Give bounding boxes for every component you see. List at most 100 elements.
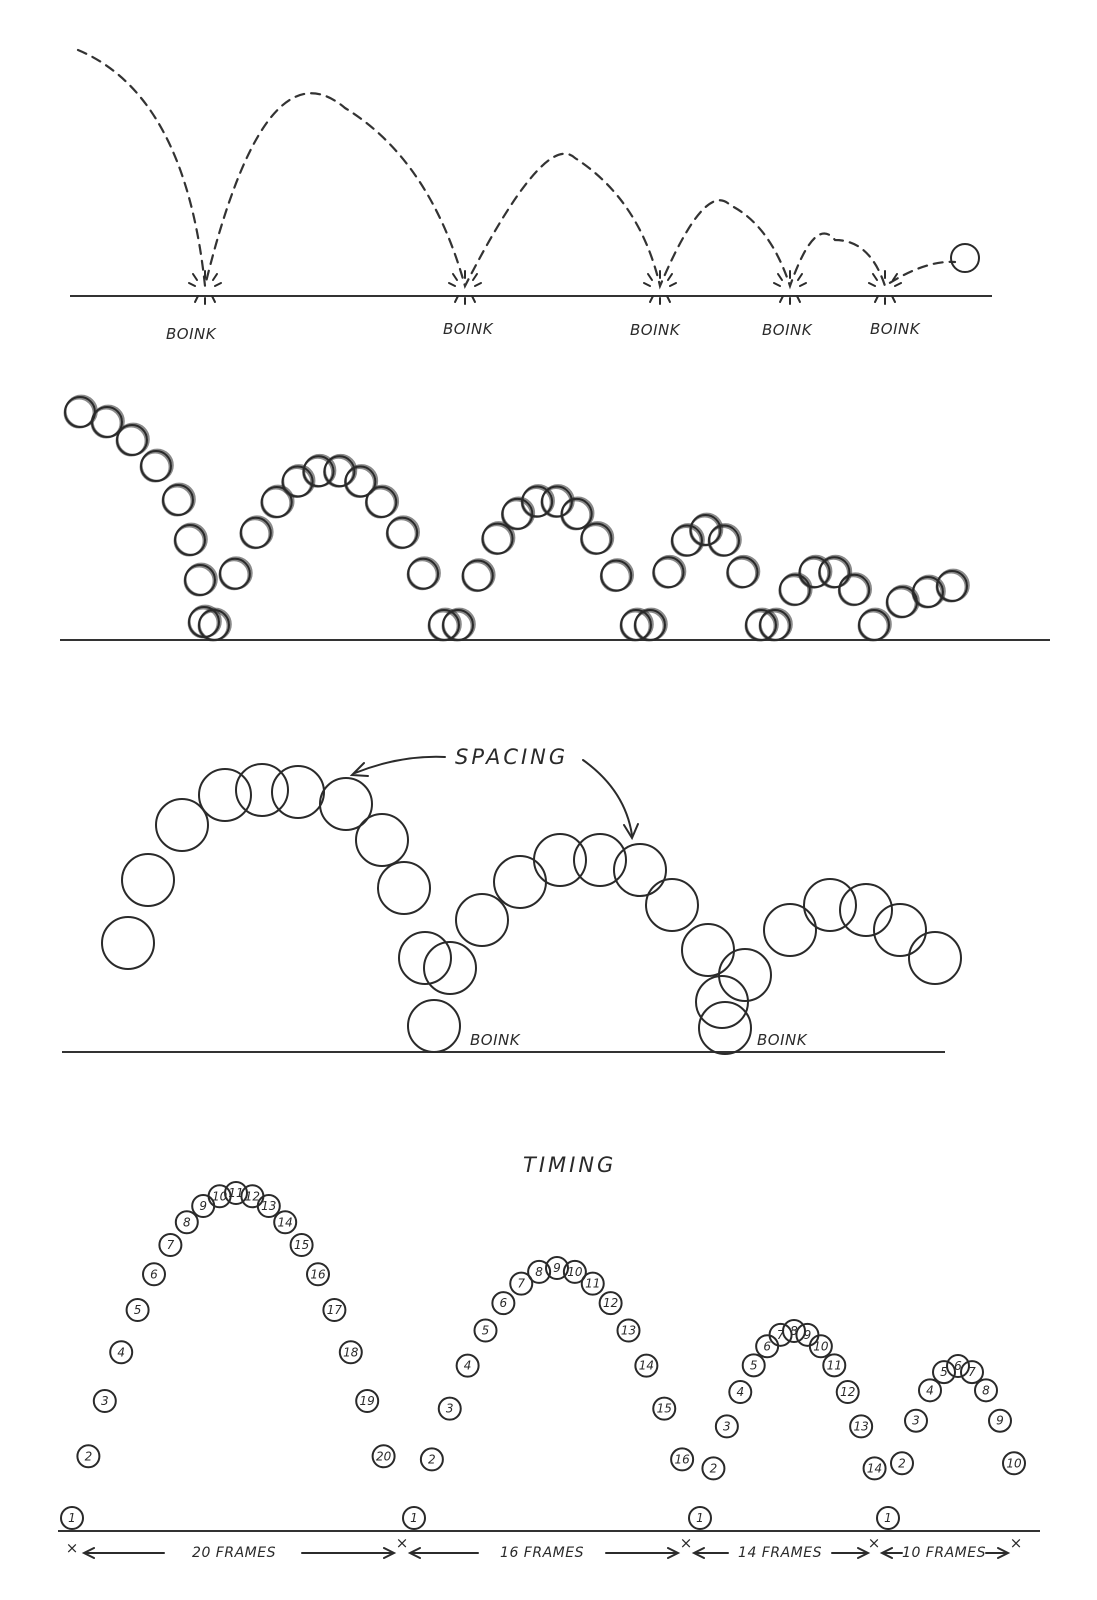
- sketch-ball-8: [343, 464, 379, 499]
- timing-frame-1-17: [322, 1298, 347, 1322]
- timing-frame-4-7: [960, 1360, 984, 1385]
- timing-frame-number: 11: [585, 1277, 600, 1291]
- timing-frame-1-5: [125, 1298, 150, 1322]
- timing-frame-number: 6: [954, 1359, 962, 1373]
- spacing-arrow-left: [354, 755, 446, 774]
- timing-frame-1-15: [289, 1233, 314, 1257]
- boink-label-1: BOINK: [166, 325, 217, 343]
- keyframe-mark-2: ×: [396, 1534, 409, 1552]
- frames-arrow-3-left: [691, 1547, 729, 1559]
- keyframe-mark-1: ×: [66, 1539, 79, 1557]
- sketch-ball-2: [218, 556, 253, 591]
- trajectory-section: BOINK BOINK BOINK BOINK BOINK: [70, 48, 992, 343]
- timing-frame-number: 3: [101, 1394, 109, 1408]
- timing-frame-number: 10: [567, 1265, 583, 1279]
- sketch-ball-26: [689, 512, 724, 547]
- timing-frame-number: 4: [464, 1359, 472, 1373]
- timing-frame-number: 8: [183, 1215, 191, 1229]
- timing-frame-2-12: [598, 1291, 623, 1316]
- timing-frame-3-4: [728, 1380, 753, 1405]
- timing-frame-2-2: [419, 1447, 444, 1472]
- timing-frame-number: 14: [867, 1461, 882, 1475]
- sketch-ball-fall-3-stroke: [115, 425, 147, 457]
- sketch-ball-tail-2-stroke: [911, 577, 943, 609]
- sketch-ball-15-stroke: [481, 524, 513, 556]
- spacing-arrow-left-head: [349, 762, 369, 777]
- timing-frame-1-18: [338, 1340, 363, 1365]
- sketch-ball-31: [778, 572, 813, 607]
- sketch-ball-7: [323, 453, 358, 488]
- timing-frame-4-5: [932, 1360, 956, 1385]
- timing-frame-1-10: [207, 1184, 232, 1209]
- sketch-ball-fall-4: [139, 448, 174, 483]
- timing-frame-4-6: [946, 1354, 970, 1378]
- timing-frame-3-10: [808, 1334, 833, 1359]
- timing-frame-number: 18: [343, 1345, 359, 1359]
- sketch-ball-13-stroke: [441, 610, 473, 642]
- sketch-ball-20-stroke: [580, 524, 612, 556]
- sketch-ball-32-stroke: [798, 557, 830, 589]
- timing-frame-number: 9: [199, 1199, 207, 1213]
- spacing-ball-7: [319, 777, 373, 831]
- spacing-title: SPACING: [455, 745, 568, 769]
- timing-frame-number: 10: [1006, 1456, 1022, 1470]
- timing-frame-2-4: [455, 1353, 480, 1378]
- sketch-ball-12: [427, 607, 462, 642]
- sketch-ball-10-stroke: [385, 518, 417, 550]
- sketch-ball-18-stroke: [540, 487, 572, 519]
- timing-frame-1-16: [306, 1262, 330, 1287]
- sketch-ball-1: [197, 607, 232, 642]
- timing-frame-number: 2: [85, 1449, 93, 1463]
- timing-frame-number: 7: [968, 1365, 976, 1379]
- sketch-ball-fall-5: [161, 482, 196, 517]
- impact-burst-5: [868, 270, 902, 305]
- sketch-ball-fall-4-stroke: [139, 451, 171, 483]
- timing-frame-2-15: [652, 1396, 677, 1421]
- timing-frame-number: 13: [854, 1419, 869, 1433]
- spacing-ball-4: [198, 768, 252, 822]
- sketch-ball-3: [239, 515, 274, 550]
- frames-label-3: 14 FRAMES: [738, 1545, 822, 1561]
- sketch-ball-19: [560, 496, 595, 531]
- timing-frame-3-3: [714, 1414, 739, 1439]
- sketch-ball-27-stroke: [707, 526, 739, 558]
- timing-frame-3-1: [688, 1506, 712, 1530]
- sketch-ball-32: [798, 554, 833, 589]
- timing-frame-number: 10: [212, 1189, 228, 1203]
- sketch-ball-tail-3: [935, 568, 970, 603]
- spacing-ball-18: [645, 878, 699, 932]
- spacing-ball-27: [908, 931, 962, 985]
- sketch-ball-4-stroke: [260, 487, 292, 519]
- spacing-section: SPACING BOINK BOINK: [62, 745, 962, 1055]
- timing-frame-number: 2: [710, 1461, 718, 1475]
- sketch-ball-8-stroke: [343, 467, 375, 499]
- timing-frame-4-3: [904, 1408, 928, 1433]
- sketch-ball-9-stroke: [364, 487, 396, 519]
- sketch-ball-35: [857, 607, 892, 642]
- timing-title: TIMING: [523, 1153, 616, 1177]
- sketch-ball-fall-7: [183, 562, 218, 597]
- spacing-boink-label-1: BOINK: [470, 1031, 521, 1049]
- sketch-sequence-section: [60, 394, 1050, 642]
- sketch-ball-31-stroke: [778, 575, 810, 607]
- sketch-ball-1-stroke: [197, 610, 229, 642]
- timing-frame-1-4: [109, 1340, 134, 1365]
- sketch-ball-28: [726, 554, 761, 589]
- timing-frame-3-11: [822, 1353, 847, 1378]
- timing-frame-2-9: [545, 1256, 569, 1280]
- timing-frame-number: 5: [750, 1358, 758, 1372]
- keyframe-mark-3: ×: [680, 1534, 693, 1552]
- timing-frame-1-6: [142, 1262, 166, 1287]
- sketch-ball-3-stroke: [239, 518, 271, 550]
- timing-frame-number: 8: [982, 1383, 990, 1397]
- spacing-ball-12: [407, 999, 461, 1053]
- sketch-ball-17-stroke: [520, 487, 552, 519]
- spacing-ball-14: [493, 855, 547, 909]
- timing-frame-2-14: [634, 1353, 659, 1378]
- sketch-ball-tail-2: [911, 574, 946, 609]
- spacing-ball-2: [121, 853, 175, 907]
- timing-frame-2-8: [527, 1259, 552, 1284]
- timing-frame-number: 7: [167, 1238, 175, 1252]
- frames-arrow-2-right: [605, 1547, 681, 1559]
- sketch-ball-4: [260, 484, 295, 519]
